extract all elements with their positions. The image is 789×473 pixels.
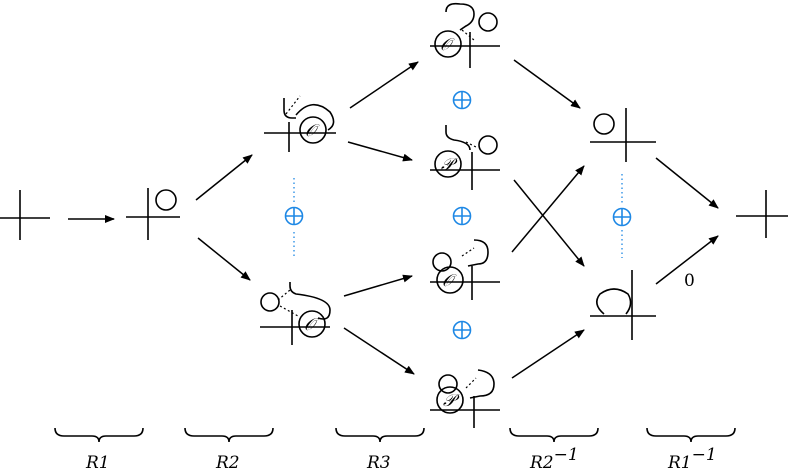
letter-p-r3-d: 𝒫	[443, 391, 460, 411]
brace-r3	[335, 427, 425, 443]
arrow-circle-to-r2-top	[195, 154, 253, 201]
arrow-circle-to-r2-bottom	[197, 237, 251, 281]
r2-bottom-diagram: 𝒪	[260, 282, 331, 345]
zero-map-label: 0	[684, 271, 695, 291]
letter-o-r3-a: 𝒪	[440, 35, 455, 55]
direct-sum-icon	[612, 207, 632, 227]
arrow-r2-bottom-to-c	[343, 274, 413, 297]
arrow-r2-top-to-a	[349, 61, 419, 109]
r2inv-bottom-diagram	[590, 270, 656, 340]
direct-sum-icon	[452, 320, 472, 340]
arrow-d-to-r2inv-bottom	[511, 329, 585, 379]
r3-diagram-a: 𝒪	[430, 2, 500, 68]
move-labels: R1 R2 R3 R2−1 R1−1	[85, 445, 717, 473]
crossing-end	[736, 190, 788, 238]
crossing-with-circle	[126, 188, 180, 240]
r2inv-top-diagram	[590, 108, 656, 162]
brace-r2	[184, 427, 274, 443]
r3-diagram-d: 𝒫	[430, 369, 500, 428]
letter-o-r3-c: 𝒪	[442, 271, 457, 291]
move-label-r2: R2	[215, 453, 240, 473]
direct-sum-icon	[452, 90, 472, 110]
direct-sum-icon	[452, 206, 472, 226]
letter-o-r2-bottom: 𝒪	[304, 315, 319, 335]
crossing-start	[0, 190, 50, 240]
arrows	[68, 59, 719, 379]
arrow-r2inv-top-to-end	[655, 157, 719, 209]
direct-sum-icon	[284, 206, 304, 226]
brace-r1-inv	[646, 427, 736, 443]
move-label-r2-inv: R2−1	[529, 445, 579, 473]
direct-sum-markers	[284, 90, 632, 340]
arrow-r2-top-to-b	[347, 141, 413, 162]
brace-r2-inv	[509, 427, 599, 443]
arrow-c-to-r2inv-top	[511, 165, 585, 253]
r3-diagram-c: 𝒪	[430, 239, 500, 300]
move-label-r1-inv: R1−1	[667, 445, 717, 473]
arrow-r2inv-bottom-to-end	[655, 235, 719, 285]
brace-r1	[54, 427, 144, 443]
arrow-b-to-r2inv-bottom	[513, 179, 585, 267]
r3-diagram-b: 𝒫	[430, 125, 500, 190]
arrow-a-to-r2inv-top	[513, 59, 581, 109]
letter-o-r2-top: 𝒪	[305, 121, 320, 141]
letter-p-r3-b: 𝒫	[441, 155, 458, 175]
move-label-r3: R3	[366, 453, 391, 473]
move-braces	[54, 427, 736, 443]
arrow-r2-bottom-to-d	[343, 327, 415, 375]
r2-top-diagram: 𝒪	[264, 95, 336, 152]
move-label-r1: R1	[85, 453, 110, 473]
